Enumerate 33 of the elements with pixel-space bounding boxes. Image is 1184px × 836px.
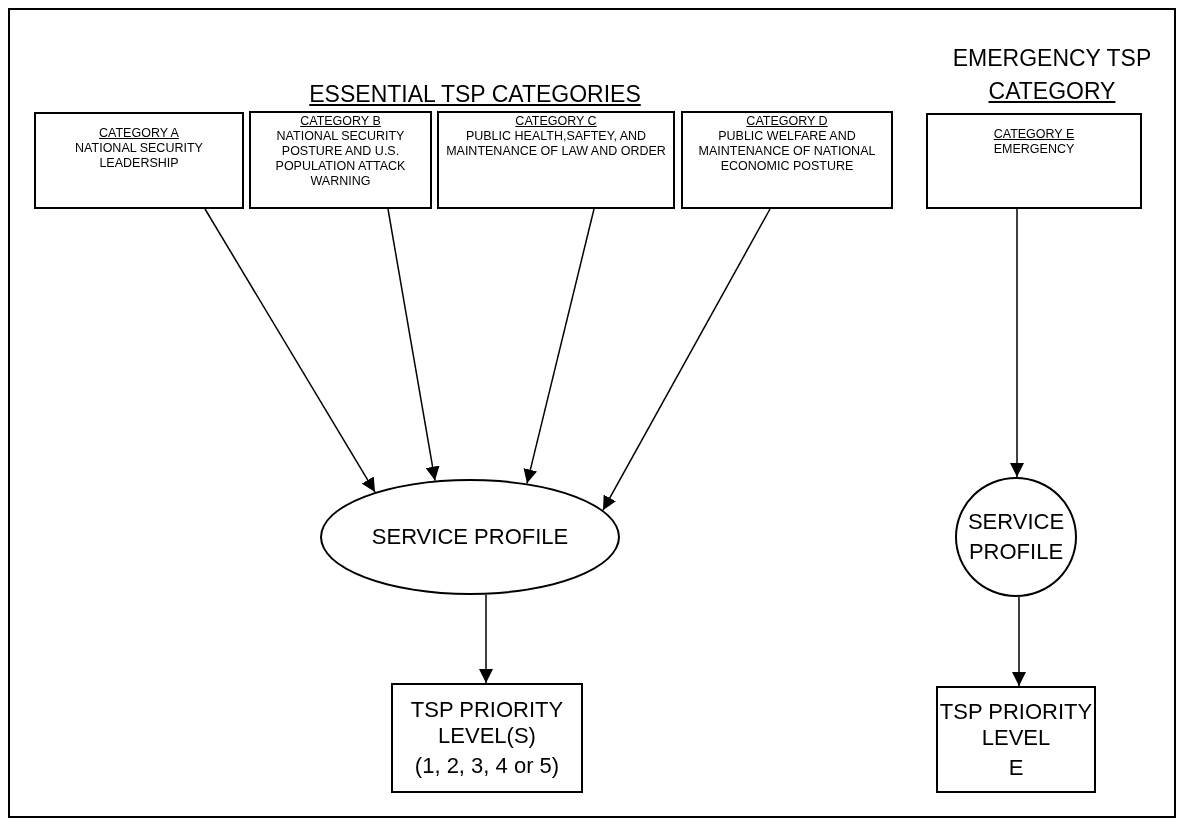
arrow <box>479 593 493 684</box>
category-title: CATEGORY E <box>993 127 1075 142</box>
category-description: PUBLIC WELFARE AND MAINTENANCE OF NATIONAL ECONOMIC POSTURE <box>697 129 877 174</box>
priority-level-box <box>391 683 583 793</box>
category-title: CATEGORY B <box>300 114 381 129</box>
arrow <box>387 208 440 482</box>
ellipse-label: SERVICE PROFILE <box>371 523 569 551</box>
category-box <box>681 111 893 209</box>
priority-value: E <box>1008 754 1024 781</box>
category-title: CATEGORY C <box>515 114 597 129</box>
arrow <box>602 208 771 511</box>
priority-title: TSP PRIORITY LEVEL <box>938 698 1094 751</box>
category-description: NATIONAL SECURITY POSTURE AND U.S. POPULATION ATTACK WARNING <box>274 129 407 189</box>
priority-title: TSP PRIORITY LEVEL(S) <box>409 697 565 749</box>
category-description: NATIONAL SECURITY LEADERSHIP <box>74 141 204 171</box>
category-description: PUBLIC HEALTH,SAFTEY, AND MAINTENANCE OF LAW AND ORDER <box>445 129 667 159</box>
arrow <box>523 208 595 485</box>
priority-value: (1, 2, 3, 4 or 5) <box>414 753 560 779</box>
arrow <box>204 208 376 493</box>
category-title: CATEGORY A <box>99 126 179 141</box>
category-title: CATEGORY D <box>746 114 828 129</box>
category-box <box>437 111 675 209</box>
category-box <box>34 112 244 209</box>
section-heading: ESSENTIAL TSP CATEGORIES <box>308 83 642 106</box>
section-heading: CATEGORY <box>987 80 1117 103</box>
ellipse-label: SERVICE PROFILE <box>966 508 1066 566</box>
priority-level-box <box>936 686 1096 793</box>
category-box <box>926 113 1142 209</box>
category-box <box>249 111 432 209</box>
arrow <box>1012 596 1026 687</box>
section-heading: EMERGENCY TSP <box>951 47 1153 70</box>
category-description: EMERGENCY <box>993 142 1075 157</box>
arrow <box>1010 208 1024 478</box>
